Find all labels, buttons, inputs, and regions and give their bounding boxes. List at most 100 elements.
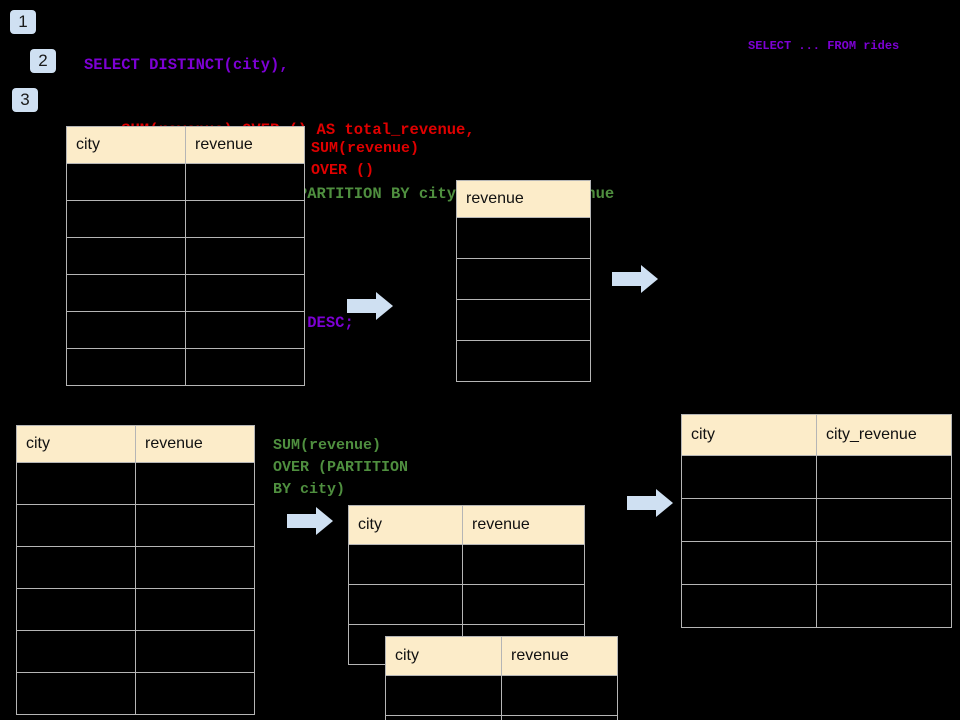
table-row bbox=[66, 163, 305, 201]
annotation-sum-over-empty: SUM(revenue) OVER () bbox=[311, 140, 420, 179]
annotation-sum-over-partition: SUM(revenue) OVER (PARTITION BY city) bbox=[273, 437, 409, 498]
cell-city bbox=[66, 348, 186, 386]
table-row bbox=[681, 455, 952, 499]
column-header-revenue: revenue bbox=[135, 425, 255, 463]
cell-revenue bbox=[185, 237, 305, 275]
table-row bbox=[66, 237, 305, 275]
table-partition-front: city revenue bbox=[385, 636, 618, 720]
table-row bbox=[681, 541, 952, 585]
cell-city-revenue bbox=[816, 584, 952, 628]
step-badge-3: 3 bbox=[12, 88, 38, 112]
column-header-revenue: revenue bbox=[501, 636, 618, 676]
table-total-revenue: revenue bbox=[456, 180, 591, 382]
cell-revenue bbox=[456, 258, 591, 300]
cell-revenue bbox=[462, 584, 585, 625]
column-header-city: city bbox=[16, 425, 136, 463]
table-header-row: city revenue bbox=[348, 505, 585, 545]
cell-city-revenue bbox=[816, 498, 952, 542]
arrow-partition-to-result-icon bbox=[627, 489, 673, 517]
cell-revenue bbox=[456, 340, 591, 382]
table-row bbox=[681, 584, 952, 628]
cell-revenue bbox=[135, 462, 255, 505]
cell-city bbox=[66, 200, 186, 238]
cell-city bbox=[681, 455, 817, 499]
table-header-row: city revenue bbox=[385, 636, 618, 676]
cell-city bbox=[16, 462, 136, 505]
table-row bbox=[456, 258, 591, 300]
table-row bbox=[385, 675, 618, 716]
cell-city bbox=[681, 584, 817, 628]
table-row bbox=[681, 498, 952, 542]
cell-city bbox=[66, 274, 186, 312]
cell-city bbox=[16, 588, 136, 631]
table-row bbox=[16, 546, 255, 589]
cell-revenue bbox=[456, 217, 591, 259]
cell-city bbox=[66, 163, 186, 201]
table-header-row: revenue bbox=[456, 180, 591, 218]
cell-city bbox=[66, 237, 186, 275]
arrow-rides-to-partition-icon bbox=[287, 507, 333, 535]
table-header-row: city revenue bbox=[66, 126, 305, 164]
cell-revenue bbox=[135, 546, 255, 589]
cell-revenue bbox=[135, 588, 255, 631]
cell-city bbox=[681, 541, 817, 585]
arrow-rides-to-total-icon bbox=[347, 292, 393, 320]
cell-city-revenue bbox=[816, 541, 952, 585]
table-partition-back: city revenue bbox=[348, 505, 585, 665]
table-row bbox=[348, 544, 585, 585]
cell-city bbox=[16, 630, 136, 673]
cell-city bbox=[16, 504, 136, 547]
cell-revenue bbox=[462, 544, 585, 585]
table-row bbox=[456, 340, 591, 382]
column-header-city: city bbox=[385, 636, 502, 676]
table-rides-top: city revenue bbox=[66, 126, 305, 386]
cell-city-revenue bbox=[816, 455, 952, 499]
table-row bbox=[456, 299, 591, 341]
cell-revenue bbox=[456, 299, 591, 341]
table-row bbox=[348, 584, 585, 625]
table-row bbox=[16, 588, 255, 631]
table-row bbox=[66, 311, 305, 349]
cell-revenue bbox=[185, 200, 305, 238]
cell-city bbox=[348, 544, 463, 585]
cell-revenue bbox=[185, 163, 305, 201]
cell-city bbox=[681, 498, 817, 542]
table-header-row: city revenue bbox=[16, 425, 255, 463]
cell-revenue bbox=[135, 504, 255, 547]
cell-city bbox=[66, 311, 186, 349]
table-row bbox=[66, 200, 305, 238]
column-header-revenue: revenue bbox=[185, 126, 305, 164]
step-badge-2: 2 bbox=[30, 49, 56, 73]
table-row bbox=[66, 274, 305, 312]
sql-line-select: SELECT DISTINCT(city), bbox=[84, 56, 289, 74]
table-row bbox=[16, 672, 255, 715]
cell-city bbox=[385, 715, 502, 720]
column-header-revenue: revenue bbox=[462, 505, 585, 545]
step-badge-1: 1 bbox=[10, 10, 36, 34]
column-header-city: city bbox=[66, 126, 186, 164]
side-note-select-from-rides: SELECT ... FROM rides bbox=[748, 39, 900, 53]
cell-revenue bbox=[185, 274, 305, 312]
table-row bbox=[16, 630, 255, 673]
table-row bbox=[456, 217, 591, 259]
table-row bbox=[16, 504, 255, 547]
cell-city bbox=[385, 675, 502, 716]
cell-city bbox=[348, 584, 463, 625]
column-header-city: city bbox=[348, 505, 463, 545]
table-result: city city_revenue bbox=[681, 414, 952, 628]
cell-city bbox=[16, 546, 136, 589]
table-row bbox=[66, 348, 305, 386]
table-rides-bottom: city revenue bbox=[16, 425, 255, 715]
column-header-city-revenue: city_revenue bbox=[816, 414, 952, 456]
cell-revenue bbox=[185, 348, 305, 386]
cell-city bbox=[16, 672, 136, 715]
table-row bbox=[16, 462, 255, 505]
arrow-total-to-result-icon bbox=[612, 265, 658, 293]
cell-revenue bbox=[135, 672, 255, 715]
table-header-row: city city_revenue bbox=[681, 414, 952, 456]
cell-revenue bbox=[501, 715, 618, 720]
cell-revenue bbox=[185, 311, 305, 349]
table-row bbox=[385, 715, 618, 720]
cell-revenue bbox=[501, 675, 618, 716]
column-header-revenue: revenue bbox=[456, 180, 591, 218]
